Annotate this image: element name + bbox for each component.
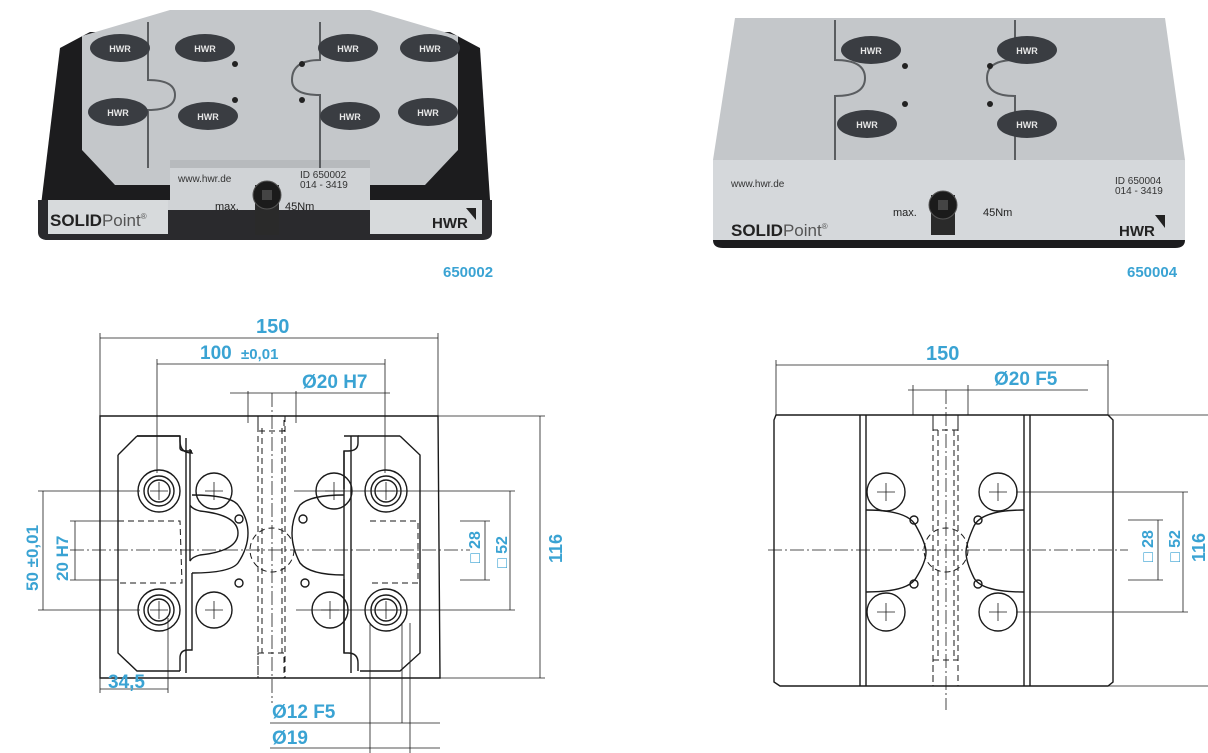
dim-vert-pitch: 50 ±0,01 [23,525,42,591]
id-text: ID 650004 [1115,176,1162,187]
product-code-650004: 650004 [1127,264,1178,281]
button-logo: HWR [194,44,216,54]
maker-logo: HWR [1119,223,1155,240]
brand-mark: ® [141,212,147,221]
clamp-button [178,102,238,130]
dim-height: 116 [546,534,566,563]
torque-screw [928,190,958,235]
clamp-button [841,36,901,64]
dim-vert-fit: 20 H7 [53,536,72,581]
product-code-650002: 650002 [443,264,494,281]
button-logo: HWR [197,112,219,122]
clamp-button [997,36,1057,64]
clamp-button [88,98,148,126]
clamp-button [997,110,1057,138]
button-logo: HWR [860,46,882,56]
clamp-button [400,34,460,62]
torque-value: 45Nm [983,207,1012,219]
svg-text:100 ±0,01: 100 ±0,01 [200,343,278,364]
torque-value: 45Nm [285,201,314,213]
clamp-button [318,34,378,62]
dim-pitch-tol: ±0,01 [241,346,278,363]
brand-bold: SOLID [50,211,102,230]
button-logo: HWR [337,44,359,54]
torque-prefix: max. [215,201,239,213]
button-logo: HWR [419,44,441,54]
dim-height: 116 [1189,533,1208,562]
brand-light: Point [783,221,822,240]
clamp-button [175,34,235,62]
button-logo: HWR [1016,46,1038,56]
torque-screw [252,180,282,235]
button-logo: HWR [107,108,129,118]
dim-width: 150 [926,343,959,365]
id-text: ID 650002 [300,170,347,181]
technical-drawing-right: 150 Ø20 F5 □ 28 □ 52 116 [768,343,1208,710]
website-text: www.hwr.de [177,174,232,185]
brand-bold: SOLID [731,221,783,240]
brand-mark: ® [822,222,828,231]
button-logo: HWR [417,108,439,118]
dim-bore-top: Ø20 F5 [994,369,1058,390]
button-logo: HWR [856,120,878,130]
button-logo: HWR [1016,120,1038,130]
dim-bore-top: Ø20 H7 [302,372,367,393]
clamp-button [837,110,897,138]
dim-sq-outer: □ 52 [494,536,511,568]
product-photo-650002: HWR HWR HWR HWR HWR HWR HWR HWR www.hwr.… [30,0,510,250]
dim-edge-offset: 34,5 [108,672,145,693]
dim-width: 150 [256,316,289,338]
dim-sq-inner: □ 28 [1140,530,1157,562]
id-text: 014 - 3419 [1115,186,1163,197]
technical-drawing-left: 150 100 ±0,01 Ø20 H7 116 □ 28 □ 52 50 ±0… [23,316,566,753]
id-text: 014 - 3419 [300,180,348,191]
dim-sq-outer: □ 52 [1167,530,1184,562]
torque-prefix: max. [893,207,917,219]
button-logo: HWR [109,44,131,54]
clamp-button [90,34,150,62]
dim-pitch-main: 100 [200,343,232,364]
brand-light: Point [102,211,141,230]
svg-text:SOLIDPoint®: SOLIDPoint® [50,211,147,230]
product-photo-650004: HWR HWR HWR HWR www.hwr.de ID 650004 014… [705,0,1195,250]
button-logo: HWR [339,112,361,122]
website-text: www.hwr.de [730,179,785,190]
clamp-button [398,98,458,126]
dim-bore-f5: Ø12 F5 [272,702,336,723]
svg-text:SOLIDPoint®: SOLIDPoint® [731,221,828,240]
dim-sq-inner: □ 28 [467,531,484,563]
maker-logo: HWR [432,215,468,232]
clamp-button [320,102,380,130]
dim-bore-19: Ø19 [272,728,308,749]
